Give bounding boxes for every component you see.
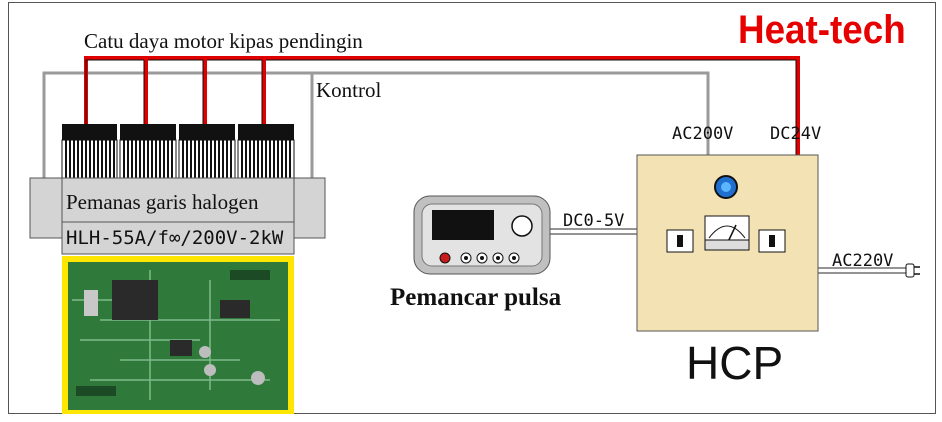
terminal-jacks — [439, 252, 520, 264]
cooling-fan — [61, 124, 118, 179]
cooling-fan — [237, 124, 295, 179]
ac220v-label: AC220V — [832, 251, 894, 271]
heater-model: HLH-55A/f∞/200V-2kW — [66, 227, 284, 249]
control-label: Kontrol — [316, 78, 382, 102]
dc24v-label: DC24V — [770, 124, 822, 144]
cooling-fan — [178, 124, 236, 179]
dc0-5v-label: DC0-5V — [563, 211, 625, 231]
pulse-generator-name: Pemancar pulsa — [390, 284, 562, 311]
control-wire — [42, 71, 710, 178]
cooling-fans — [61, 124, 295, 179]
pcb-image — [62, 256, 294, 414]
halogen-heater — [29, 177, 326, 255]
ac200v-label: AC200V — [672, 124, 734, 144]
hcp-controller — [636, 154, 920, 332]
pulse-display — [432, 210, 494, 240]
cooling-fan — [119, 124, 177, 179]
fan-power-wire — [84, 56, 800, 155]
output-socket — [758, 229, 786, 253]
brand-logo: Heat-tech — [738, 8, 906, 52]
output-socket — [666, 229, 694, 253]
pulse-knob — [511, 215, 533, 237]
heater-name: Pemanas garis halogen — [66, 190, 259, 214]
power-plug-icon — [905, 263, 920, 278]
diagram-frame — [8, 2, 936, 414]
fan-power-supply-label: Catu daya motor kipas pendingin — [84, 29, 363, 53]
ammeter-gauge — [704, 215, 750, 251]
pulse-generator — [413, 195, 638, 275]
hcp-name: HCP — [686, 337, 784, 389]
